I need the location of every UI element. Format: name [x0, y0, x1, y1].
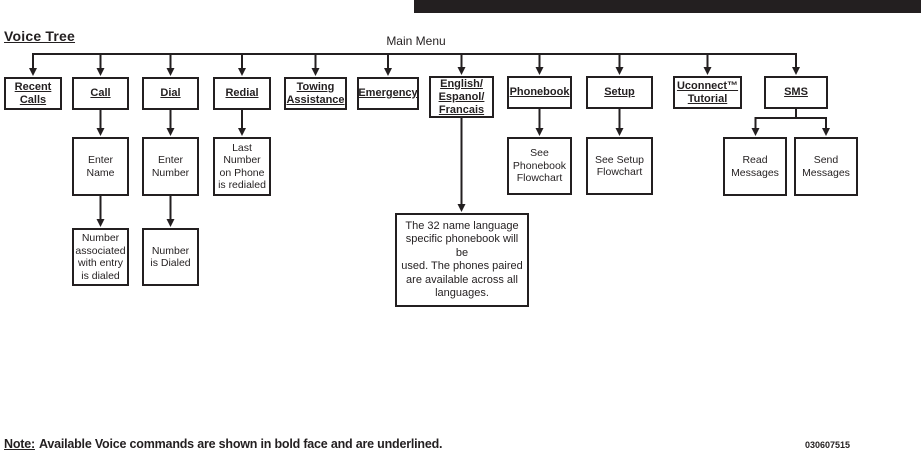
- node-see-phonebook-flowchart: See Phonebook Flowchart: [507, 137, 572, 195]
- node-language: English/ Espanol/ Francais: [429, 76, 494, 118]
- node-sms: SMS: [764, 76, 828, 109]
- node-recent-calls: Recent Calls: [4, 77, 62, 110]
- node-see-setup-flowchart: See Setup Flowchart: [586, 137, 653, 195]
- node-towing-assistance: Towing Assistance: [284, 77, 347, 110]
- node-dial: Dial: [142, 77, 199, 110]
- footnote-label: Note:: [4, 437, 35, 451]
- page-header-bar: [414, 0, 921, 13]
- node-number-is-dialed: Number is Dialed: [142, 228, 199, 286]
- node-phonebook: Phonebook: [507, 76, 572, 109]
- node-number-associated-dialed: Number associated with entry is dialed: [72, 228, 129, 286]
- footnote-text: Available Voice commands are shown in bo…: [38, 437, 443, 451]
- node-read-messages: Read Messages: [723, 137, 787, 196]
- document-code: 030607515: [805, 440, 851, 450]
- main-menu-label: Main Menu: [386, 34, 446, 48]
- page-title: Voice Tree: [4, 28, 76, 44]
- node-enter-name: Enter Name: [72, 137, 129, 196]
- node-uconnect-tutorial: Uconnect™ Tutorial: [673, 76, 742, 109]
- node-send-messages: Send Messages: [794, 137, 858, 196]
- node-call: Call: [72, 77, 129, 110]
- node-emergency: Emergency: [357, 77, 419, 110]
- node-language-note: The 32 name language specific phonebook …: [395, 213, 529, 307]
- node-last-number-redialed: Last Number on Phone is redialed: [213, 137, 271, 196]
- footnote: Note:Available Voice commands are shown …: [4, 437, 443, 451]
- node-redial: Redial: [213, 77, 271, 110]
- node-setup: Setup: [586, 76, 653, 109]
- node-enter-number: Enter Number: [142, 137, 199, 196]
